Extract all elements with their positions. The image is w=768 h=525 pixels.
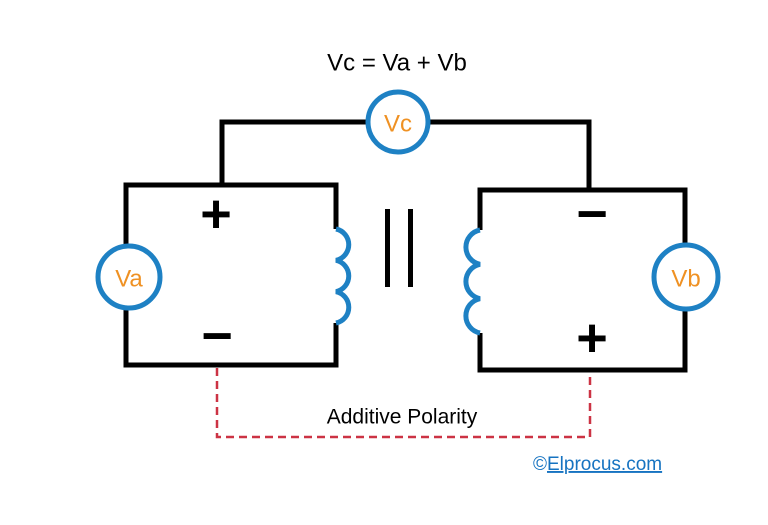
- equation-title: Vc = Va + Vb: [327, 50, 467, 77]
- secondary-coil: [463, 227, 481, 336]
- voltmeter-vc-label: Vc: [384, 111, 412, 138]
- primary-coil: [335, 226, 352, 326]
- voltmeter-vc-circle: [365, 89, 431, 155]
- caption-additive-polarity: Additive Polarity: [327, 406, 478, 429]
- voltmeter-vb-circle: [651, 242, 721, 312]
- right-winding-bottom-polarity: +: [576, 308, 608, 368]
- polarity-dashed-line: [215, 368, 592, 439]
- copyright-watermark: ©Elprocus.com: [533, 454, 662, 475]
- copyright-symbol: ©: [533, 454, 547, 475]
- right-winding-top-polarity: −: [576, 184, 608, 244]
- voltmeter-vb-label: Vb: [671, 266, 700, 293]
- voltmeter-va-circle: [95, 243, 163, 311]
- copyright-link[interactable]: Elprocus.com: [547, 454, 662, 475]
- voltmeter-va-label: Va: [115, 266, 143, 293]
- left-winding-bottom-polarity: −: [201, 306, 233, 366]
- left-winding-top-polarity: +: [200, 184, 232, 244]
